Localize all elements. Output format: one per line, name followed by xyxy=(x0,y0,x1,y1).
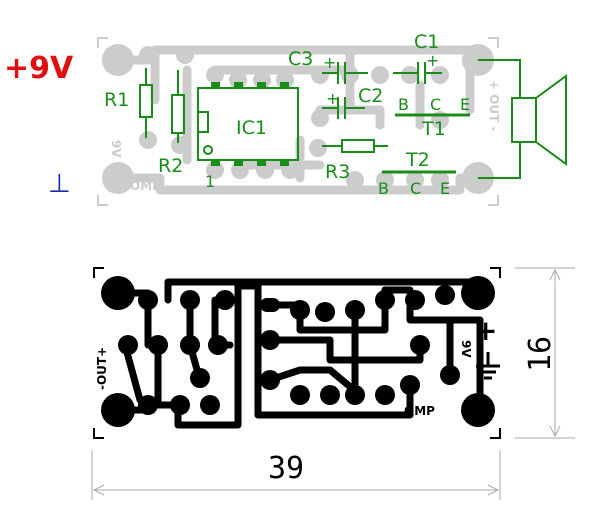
t1-pin-e: E xyxy=(460,95,470,114)
t2-pin-c: C xyxy=(410,179,421,198)
dimension-annotations: 16 39 xyxy=(91,267,575,500)
component-side-view: OMP 9V + OUT - +9V ⊥ xyxy=(4,31,567,206)
silk-omp: OMP xyxy=(130,179,161,193)
copper-out-label: -OUT+ xyxy=(95,347,109,390)
label-r2: R2 xyxy=(158,155,183,177)
resistor-r1 xyxy=(139,84,153,118)
resistor-r3 xyxy=(341,139,375,153)
label-c3: C3 xyxy=(288,48,313,70)
copper-side-view: -OUT+ 9V OMP + xyxy=(93,267,501,439)
label-t2: T2 xyxy=(405,149,430,171)
dimension-width: 39 xyxy=(268,451,304,486)
resistor-r2 xyxy=(171,94,185,134)
copper-9v-label: 9V xyxy=(459,340,473,358)
positive-supply-label: +9V xyxy=(4,51,74,86)
c2-plus: + xyxy=(326,89,339,108)
t1-pin-c: C xyxy=(430,95,441,114)
ground-symbol: ⊥ xyxy=(48,169,71,199)
copper-board-outline xyxy=(93,267,501,439)
ic1-pin1-marker xyxy=(203,145,213,155)
silk-board-outline xyxy=(97,37,499,206)
t1-pin-b: B xyxy=(398,95,409,114)
label-r3: R3 xyxy=(325,161,350,183)
c3-plus: + xyxy=(323,53,336,72)
label-c2: C2 xyxy=(358,85,383,107)
components xyxy=(139,59,567,179)
copper-pads xyxy=(101,276,495,427)
c1-plus: + xyxy=(426,51,439,70)
label-t1: T1 xyxy=(421,118,446,140)
label-ic1-pin1: 1 xyxy=(205,172,215,191)
label-c1: C1 xyxy=(414,31,439,53)
label-r1: R1 xyxy=(104,89,129,111)
copper-omp-label: OMP xyxy=(404,404,435,418)
copper-plus-symbol: + xyxy=(474,314,497,347)
t2-pin-e: E xyxy=(440,179,450,198)
dimension-height: 16 xyxy=(523,336,558,372)
silk-out: + OUT - xyxy=(487,80,501,132)
speaker-icon xyxy=(511,97,537,143)
label-ic1: IC1 xyxy=(236,117,267,139)
t2-pin-b: B xyxy=(378,179,389,198)
copper-ground-icon xyxy=(476,352,500,380)
silk-9v: 9V xyxy=(109,140,123,158)
